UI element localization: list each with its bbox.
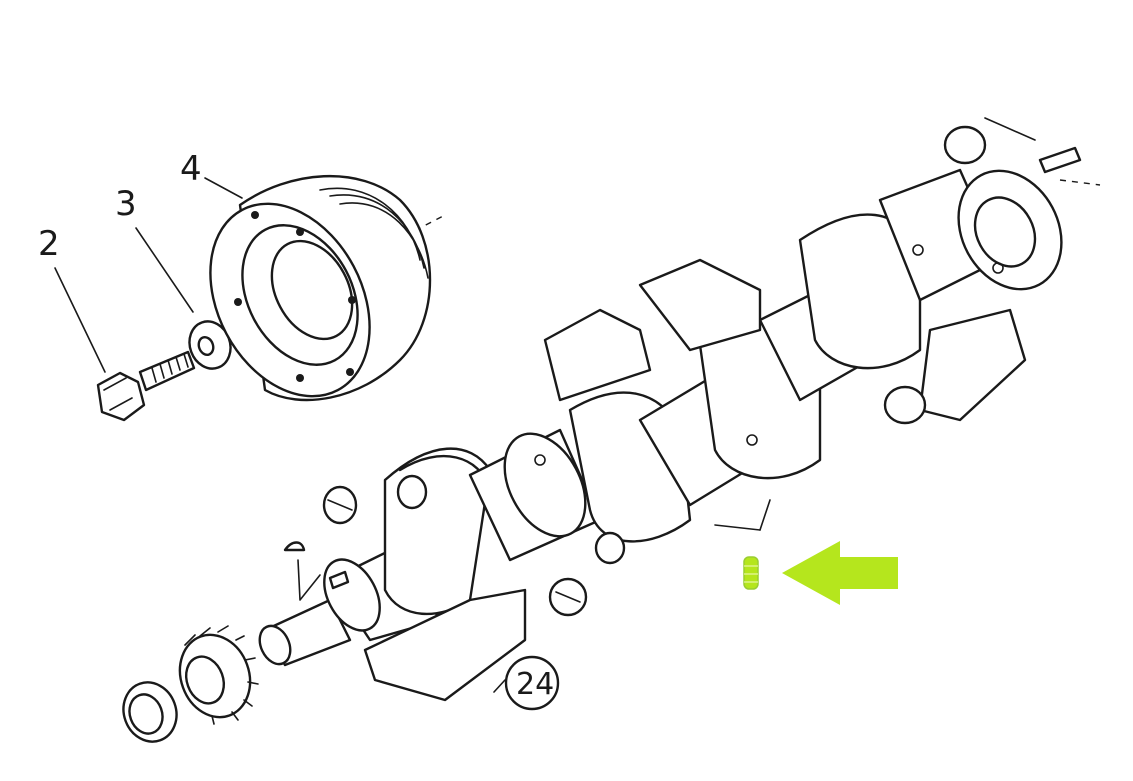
- highlighted-part: [743, 556, 759, 590]
- bearing-shells: [363, 258, 1027, 702]
- callout-leaders: [54, 117, 1036, 693]
- woodruff-keys: [283, 541, 350, 601]
- callout-3: 3: [115, 184, 137, 224]
- reference-24-circle: 24: [504, 655, 560, 711]
- highlight-arrow: [782, 541, 898, 605]
- bushing: [122, 681, 178, 743]
- callout-4: 4: [180, 149, 202, 189]
- reference-24-label: 24: [516, 667, 554, 702]
- bolt-part: [96, 350, 196, 422]
- pulley-part: [209, 175, 432, 402]
- timing-gear: [178, 625, 259, 725]
- callout-2: 2: [38, 224, 60, 264]
- washer-part: [188, 320, 232, 370]
- plugs: [322, 125, 1082, 617]
